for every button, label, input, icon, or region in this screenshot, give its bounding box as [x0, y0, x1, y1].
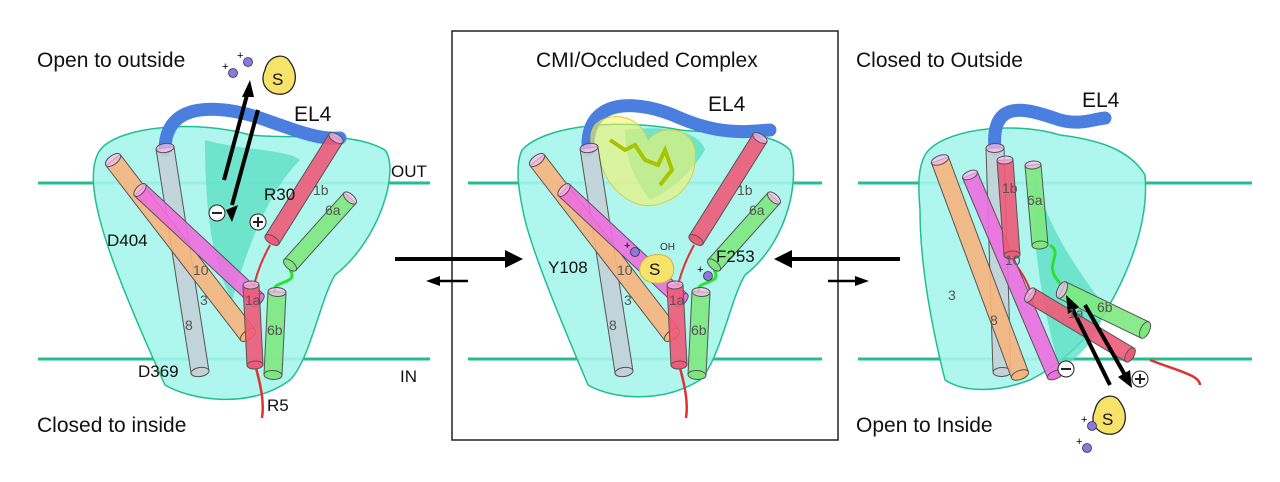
residue-f253: F253	[716, 247, 755, 266]
in-label: IN	[400, 367, 417, 386]
helix-1a-p1	[242, 280, 264, 370]
state-label-occluded: CMI/Occluded Complex	[536, 49, 758, 72]
el4-loop-3	[988, 103, 1112, 157]
helix-label: 8	[185, 317, 193, 333]
helix-bundles	[104, 132, 1202, 419]
linker-6	[1049, 243, 1064, 287]
sodium-ion-icon	[703, 271, 713, 281]
n-terminus	[1149, 358, 1202, 386]
helix-label: 6a	[749, 202, 765, 218]
ion-charge: +	[697, 264, 703, 276]
helix-label: 1a	[245, 292, 261, 308]
charge-markers	[208, 204, 1149, 388]
arrow-binding-out	[222, 94, 249, 181]
helix-label: 6b	[1097, 299, 1113, 315]
hydroxyl-label: OH	[660, 242, 675, 253]
arrow-release-out	[230, 109, 260, 206]
helix-label: 1a	[669, 292, 685, 308]
substrate-label-2: S	[649, 260, 660, 279]
labels: Open to outside Closed to inside CMI/Occ…	[37, 49, 1023, 437]
n-terminus	[678, 367, 688, 419]
helix-label: 6a	[325, 202, 341, 218]
state-label-closed-inside: Closed to inside	[37, 414, 186, 437]
ions: + + + + + +	[222, 50, 1097, 453]
helix-label: 8	[609, 317, 617, 333]
sodium-ion-icon	[630, 247, 640, 257]
substrate-out	[262, 55, 296, 95]
el4-label-1: EL4	[294, 103, 332, 126]
helix-1a-p2	[666, 280, 688, 370]
helix-label: 6b	[267, 322, 283, 338]
helix-1b-p2	[688, 132, 768, 246]
helix-label: 10	[193, 262, 209, 278]
residue-r30: R30	[264, 185, 295, 204]
inhibitor-molecule	[608, 138, 675, 187]
helix-label: 3	[200, 292, 208, 308]
state-label-open-inside: Open to Inside	[856, 414, 993, 437]
substrate-in	[1092, 395, 1126, 435]
el4-label-2: EL4	[708, 93, 746, 116]
helix-label: 6b	[691, 322, 707, 338]
sodium-ion-icon	[243, 57, 253, 67]
state-label-closed-outside: Closed to Outside	[856, 49, 1023, 72]
helix-label: 1b	[1002, 180, 1018, 196]
state-label-open-outside: Open to outside	[37, 49, 185, 72]
el4-label-3: EL4	[1082, 89, 1120, 112]
helix-label: 3	[624, 292, 632, 308]
helix-label: 1b	[313, 182, 329, 198]
helix-1b-p1	[264, 132, 344, 246]
ion-charge: +	[222, 61, 228, 73]
helix-label: 1a	[1068, 305, 1084, 321]
substrate-label-1: S	[272, 70, 283, 89]
transport-arrows	[222, 80, 1132, 388]
substrates: S S S	[262, 55, 1126, 435]
residue-d404: D404	[107, 231, 148, 250]
substrate-label-3: S	[1102, 410, 1113, 429]
ion-charge: +	[237, 50, 243, 62]
sodium-ion-icon	[1082, 443, 1092, 453]
helix-6a-p3	[1024, 160, 1049, 250]
helix-label: 3	[948, 287, 956, 303]
sodium-ion-icon	[228, 68, 238, 78]
el4-loops: EL4 EL4 EL4	[158, 89, 1120, 157]
n-terminus	[254, 367, 264, 419]
residue-y108: Y108	[548, 258, 588, 277]
helix-1b-p3	[996, 155, 1021, 260]
ion-charge: +	[1081, 414, 1087, 426]
ion-charge: +	[1076, 436, 1082, 448]
arrow-binding-in	[1071, 309, 1112, 386]
ion-charge: +	[624, 240, 630, 252]
residue-d369: D369	[138, 362, 179, 381]
sodium-ion-icon	[1087, 421, 1097, 431]
residue-r5: R5	[267, 396, 289, 415]
helix-label: 8	[990, 312, 998, 328]
helix-6b-p3	[1055, 281, 1152, 339]
helix-label: 10	[1005, 252, 1021, 268]
helix-label: 6a	[1027, 192, 1043, 208]
helix-6b-p1	[263, 286, 287, 381]
helix-6a-p1	[282, 191, 358, 272]
helix-3-p3	[930, 154, 1030, 381]
substrate-occluded	[639, 254, 675, 284]
el4-loop-2	[581, 99, 777, 157]
helix-6a-p2	[706, 191, 782, 272]
helix-label: 1b	[737, 182, 753, 198]
arrow-release-in	[1083, 304, 1127, 376]
occluded-panel-frame	[451, 30, 839, 441]
out-label: OUT	[391, 162, 427, 181]
helix-6b-p2	[687, 286, 711, 381]
helix-label: 10	[617, 262, 633, 278]
